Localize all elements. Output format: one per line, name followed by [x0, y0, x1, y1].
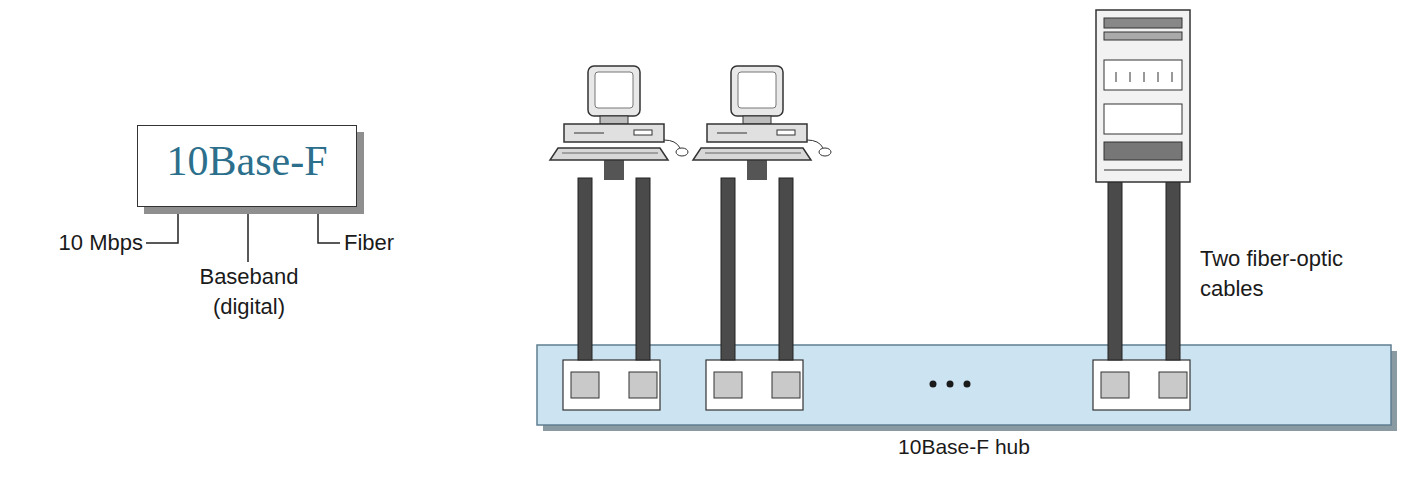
fiber-cables [578, 178, 1180, 360]
port-groups [563, 360, 1190, 410]
computer-icon [550, 66, 688, 180]
server-icon [1096, 10, 1190, 182]
hub-body [537, 345, 1391, 425]
hub-node: 10Base-F hub [537, 345, 1391, 425]
cable-note: Two fiber-optic cables [1200, 244, 1385, 304]
name-text: 10Base-F [167, 136, 328, 186]
name-part-label: Baseband (digital) [184, 262, 314, 322]
name-box: 10Base-F [137, 125, 357, 207]
name-part-label: 10 Mbps [59, 228, 143, 258]
computer-icon [693, 66, 831, 180]
ellipsis-dots [930, 381, 971, 388]
hub-label: 10Base-F hub [537, 433, 1391, 461]
name-part-label: Fiber [344, 228, 394, 258]
